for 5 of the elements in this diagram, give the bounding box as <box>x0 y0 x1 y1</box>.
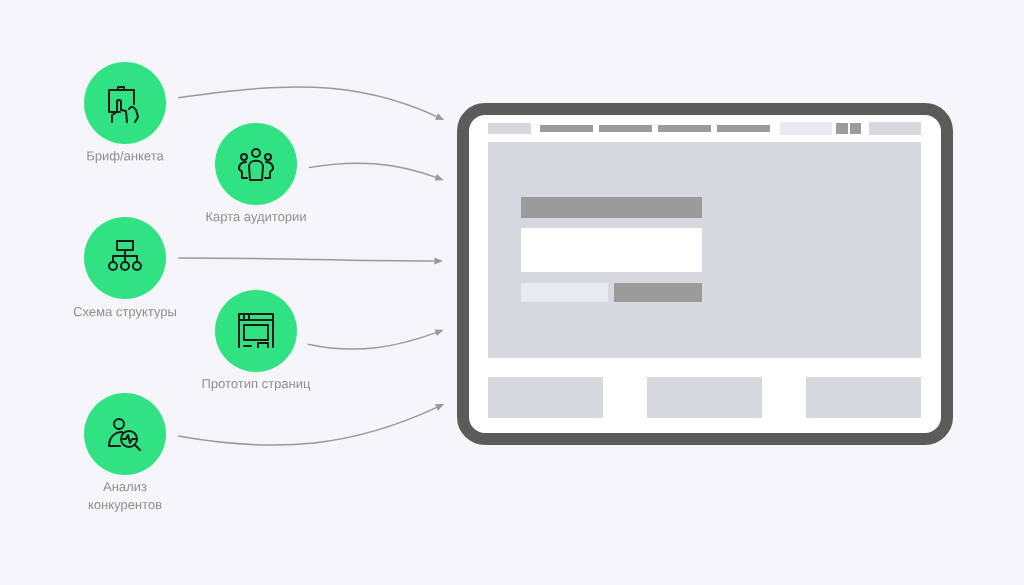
node-caption: Анализ конкурентов <box>88 482 162 512</box>
node-caption: Карта аудитории <box>206 212 306 224</box>
node-caption: Бриф/анкета <box>87 150 164 164</box>
node-caption: Прототип страниц <box>202 379 311 391</box>
node-caption: Схема структуры <box>73 307 176 319</box>
